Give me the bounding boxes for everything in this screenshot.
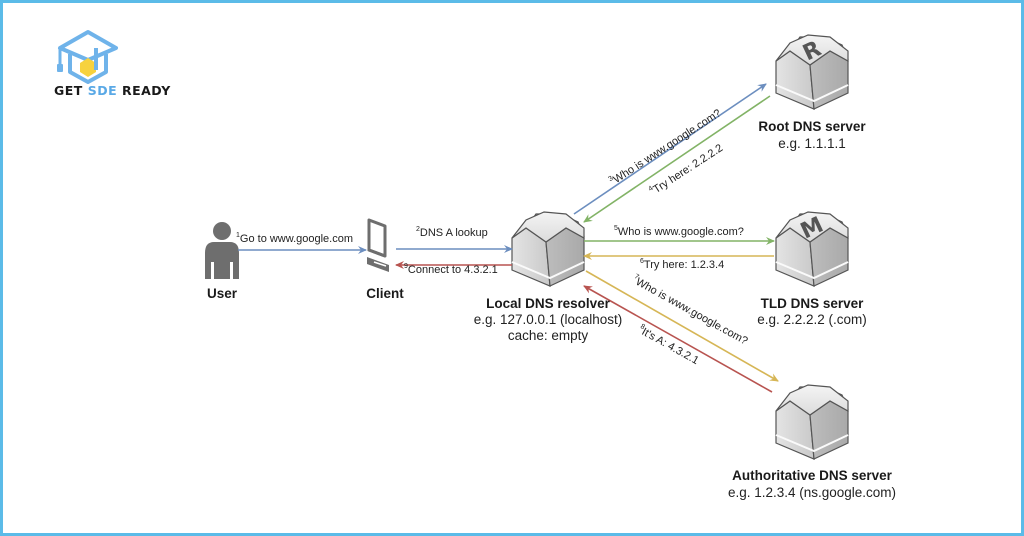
computer-icon xyxy=(367,218,389,272)
logo-suffix: READY xyxy=(117,83,171,98)
resolver-cache: cache: empty xyxy=(507,328,589,343)
arrow-label-6: 6Try here: 1.2.3.4 xyxy=(640,258,725,271)
server-icon xyxy=(775,384,849,460)
arrow-label-5: 5Who is www.google.com? xyxy=(614,225,744,238)
person-icon xyxy=(205,222,239,279)
tld-title: TLD DNS server xyxy=(760,296,864,311)
arrow-label-9: 9Connect to 4.3.2.1 xyxy=(404,263,498,276)
arrow-step-7 xyxy=(585,270,779,382)
server-r-icon: R xyxy=(775,34,849,110)
server-icon xyxy=(511,211,585,287)
server-m-icon: M xyxy=(775,211,849,287)
root-address: e.g. 1.1.1.1 xyxy=(778,136,846,151)
resolver-title: Local DNS resolver xyxy=(486,296,610,311)
logo-icon xyxy=(57,30,118,84)
resolver-address: e.g. 127.0.0.1 (localhost) xyxy=(473,312,623,327)
client-title: Client xyxy=(366,286,404,301)
tld-address: e.g. 2.2.2.2 (.com) xyxy=(757,312,867,327)
arrow-step-3 xyxy=(573,83,767,215)
logo-prefix: GET xyxy=(54,83,88,98)
arrow-label-2: 2DNS A lookup xyxy=(416,226,488,239)
auth-address: e.g. 1.2.3.4 (ns.google.com) xyxy=(727,485,897,500)
root-title: Root DNS server xyxy=(758,119,866,134)
logo-accent: SDE xyxy=(87,83,118,98)
arrow-label-1: 1Go to www.google.com xyxy=(236,232,354,245)
arrow-step-4 xyxy=(583,95,771,223)
logo-text: GET SDE READY xyxy=(54,83,171,98)
auth-title: Authoritative DNS server xyxy=(732,468,892,483)
arrow-step-8 xyxy=(583,285,773,393)
user-title: User xyxy=(206,286,238,301)
